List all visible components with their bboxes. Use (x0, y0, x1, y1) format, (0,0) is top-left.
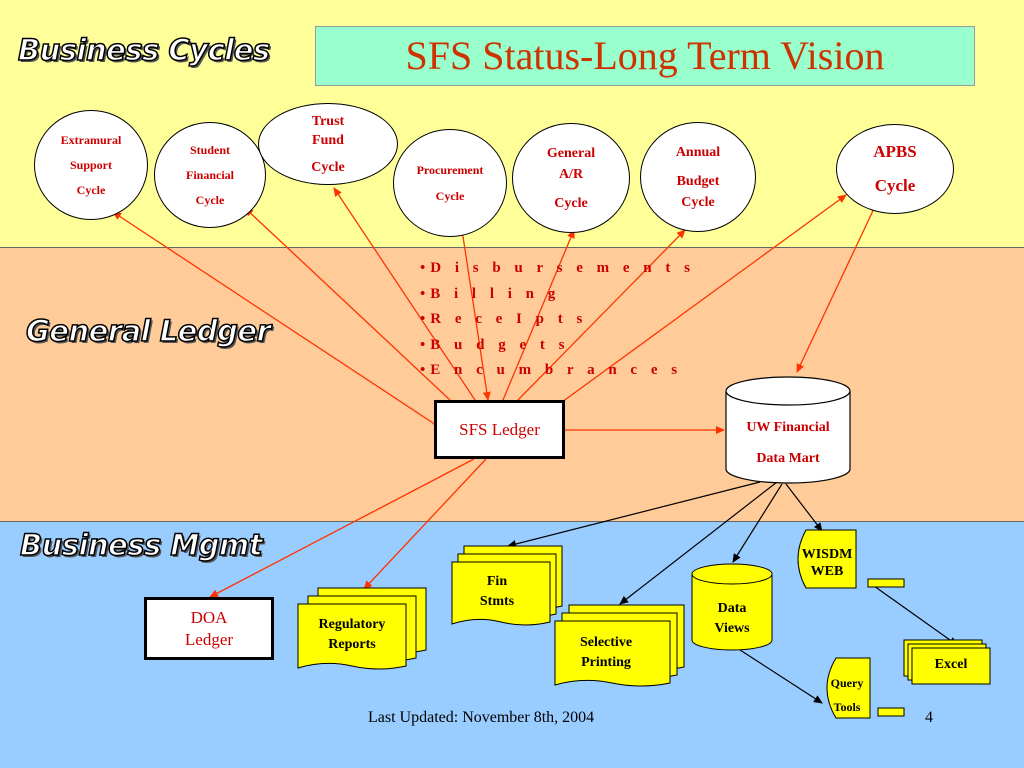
cycle-label-line: Cycle (435, 189, 465, 203)
cycle-label-line: APBS (873, 142, 917, 161)
excel-label: Excel (934, 657, 968, 672)
data-mart-cylinder (725, 376, 851, 484)
cycle-annual-budget: Annual Budget Cycle (640, 122, 756, 232)
doa-ledger-box: DOA Ledger (144, 597, 274, 660)
sfs-ledger-box: SFS Ledger (434, 400, 565, 459)
arrow-trust (333, 187, 483, 409)
arrow-wisdm-excel (873, 585, 958, 646)
arrow-apbs-datamart (796, 199, 879, 373)
cycle-label-line: Support (69, 157, 113, 172)
arrow-datamart-fin (507, 481, 761, 548)
arrow-datamart-selective (619, 481, 778, 605)
regulatory-reports-shape (297, 587, 427, 670)
doc-label-line: Selective (579, 635, 633, 650)
cycle-apbs: APBS Cycle (836, 124, 954, 214)
list-item: •D i s b u r s e m e n t s (420, 260, 695, 276)
doc-label-line: Fin (486, 574, 508, 589)
arrow-ledger-regulatory (363, 458, 487, 590)
query-tools-shape (826, 657, 871, 719)
excel-shape (903, 639, 991, 685)
selective-printing-shape (554, 604, 685, 687)
doc-label-line: Data (717, 601, 747, 616)
arrow-procurement (461, 229, 491, 401)
list-item: •B u d g e t s (420, 336, 570, 353)
last-updated-text: Last Updated: November 8th, 2004 (368, 709, 595, 726)
cycle-label-line: A/R (558, 166, 584, 182)
list-item: •B i l l i n g (420, 285, 561, 302)
cycle-label-line: Trust (311, 113, 345, 129)
cycle-label-line: Fund (312, 132, 344, 148)
cycle-label-line: Cycle (311, 159, 345, 175)
data-views-cylinder (691, 563, 773, 651)
fin-stmts-shape (451, 545, 563, 626)
cycle-label-line: Cycle (554, 195, 588, 211)
cycle-label-line: Cycle (681, 194, 715, 210)
data-mart-label-line: Data Mart (756, 451, 820, 466)
wisdm-web-label: WISDM WEB (792, 546, 862, 580)
cycle-label-line: Extramural (60, 132, 122, 147)
arrow-datamart-views (732, 483, 783, 563)
doa-ledger-label-line: Ledger (184, 629, 234, 649)
list-item: •E n c u m b r a n c e s (420, 362, 683, 378)
cycle-label-line: Financial (185, 167, 234, 182)
cycle-label-line: Student (189, 142, 230, 157)
regulatory-reports-label: Regulatory Reports (298, 615, 406, 655)
list-item: •R e c e I p t s (420, 311, 588, 327)
doc-label-line: WISDM (801, 547, 853, 562)
sfs-ledger-label: SFS Ledger (459, 419, 540, 439)
section-label-business-mgmt: Business Mgmt (19, 527, 263, 563)
cycle-procurement: Procurement Cycle (393, 129, 507, 237)
cycle-label-line: Procurement (416, 163, 484, 177)
cycle-label-line: Budget (676, 173, 720, 189)
query-tools-label: Query Tools (822, 671, 872, 719)
data-mart-label-line: UW Financial (746, 420, 830, 435)
cycle-label-line: Cycle (195, 192, 225, 207)
arrow-apbs-ledger (553, 194, 847, 410)
doc-label-line: Stmts (479, 594, 515, 609)
cycle-general-ar: General A/R Cycle (512, 123, 630, 233)
arrow-datamart-wisdm (785, 483, 823, 532)
ledger-item-list: •D i s b u r s e m e n t s •B i l l i n … (420, 256, 695, 384)
fin-stmts-label: Fin Stmts (452, 572, 542, 612)
section-label-general-ledger: General Ledger (25, 313, 271, 349)
page-number: 4 (925, 709, 933, 726)
doc-label-line: Tools (833, 700, 861, 714)
doc-label-line: Query (830, 676, 864, 690)
arrow-ledger-doa (209, 458, 475, 598)
arrow-views-query (736, 647, 823, 704)
page-title: SFS Status-Long Term Vision (315, 26, 975, 86)
cycle-label-line: Annual (675, 144, 721, 160)
selective-printing-label: Selective Printing (555, 633, 657, 673)
query-connector-rect (877, 707, 905, 717)
doc-label-line: WEB (810, 564, 844, 579)
data-views-label: Data Views (692, 599, 772, 639)
cycle-student-financial: Student Financial Cycle (154, 122, 266, 228)
wisdm-web-shape (797, 529, 857, 589)
doc-label-line: Printing (581, 655, 631, 670)
wisdm-connector-rect (867, 578, 905, 588)
data-mart-label: UW Financial Data Mart (726, 412, 850, 474)
cycle-label-line: Cycle (874, 176, 916, 195)
cycle-label-line: General (546, 145, 596, 161)
doc-label-line: Regulatory (318, 617, 386, 632)
doc-label-line: Views (714, 621, 750, 636)
cycle-label-line: Cycle (76, 182, 106, 197)
cycle-trust-fund: Trust Fund Cycle (258, 103, 398, 185)
doc-label-line: Reports (328, 637, 376, 652)
cycle-extramural-support: Extramural Support Cycle (34, 110, 148, 220)
section-label-business-cycles: Business Cycles (17, 32, 271, 68)
doa-ledger-label-line: DOA (190, 607, 228, 627)
